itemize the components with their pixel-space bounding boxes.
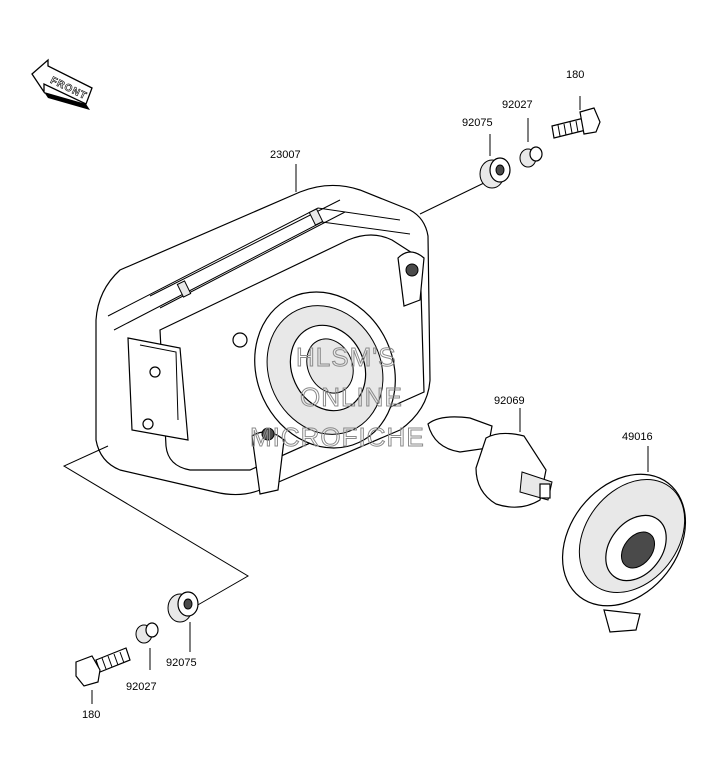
- headlight-housing: [95, 184, 431, 496]
- leader-grommet-top: [419, 181, 487, 215]
- bolt-bottom: [75, 647, 131, 687]
- bolt-top: [551, 107, 601, 139]
- leader-bottom-mount: [62, 445, 249, 607]
- socket-cover: [561, 473, 687, 633]
- label-bulb: 92069: [494, 395, 525, 407]
- washer-bottom: [135, 622, 159, 644]
- label-grommet-bottom: 92075: [166, 657, 197, 669]
- label-socket-cover: 49016: [622, 431, 653, 443]
- watermark-line-3: MICROFICHE: [250, 422, 425, 452]
- label-bolt-bottom: 180: [82, 709, 100, 721]
- watermark-line-1: HLSM'S: [296, 342, 397, 372]
- watermark-line-2: ONLINE: [300, 382, 403, 412]
- label-bolt-top: 180: [566, 69, 584, 81]
- washer-top: [519, 146, 543, 168]
- label-headlight-assembly: 23007: [270, 149, 301, 161]
- bulb: [427, 416, 553, 508]
- label-washer-bottom: 92027: [126, 681, 157, 693]
- watermark: HLSM'S ONLINE MICROFICHE: [250, 342, 425, 453]
- grommet-top: [479, 157, 511, 189]
- label-grommet-top: 92075: [462, 117, 493, 129]
- front-arrow-icon: FRONT: [31, 58, 93, 110]
- grommet-bottom: [167, 591, 199, 623]
- label-washer-top: 92027: [502, 99, 533, 111]
